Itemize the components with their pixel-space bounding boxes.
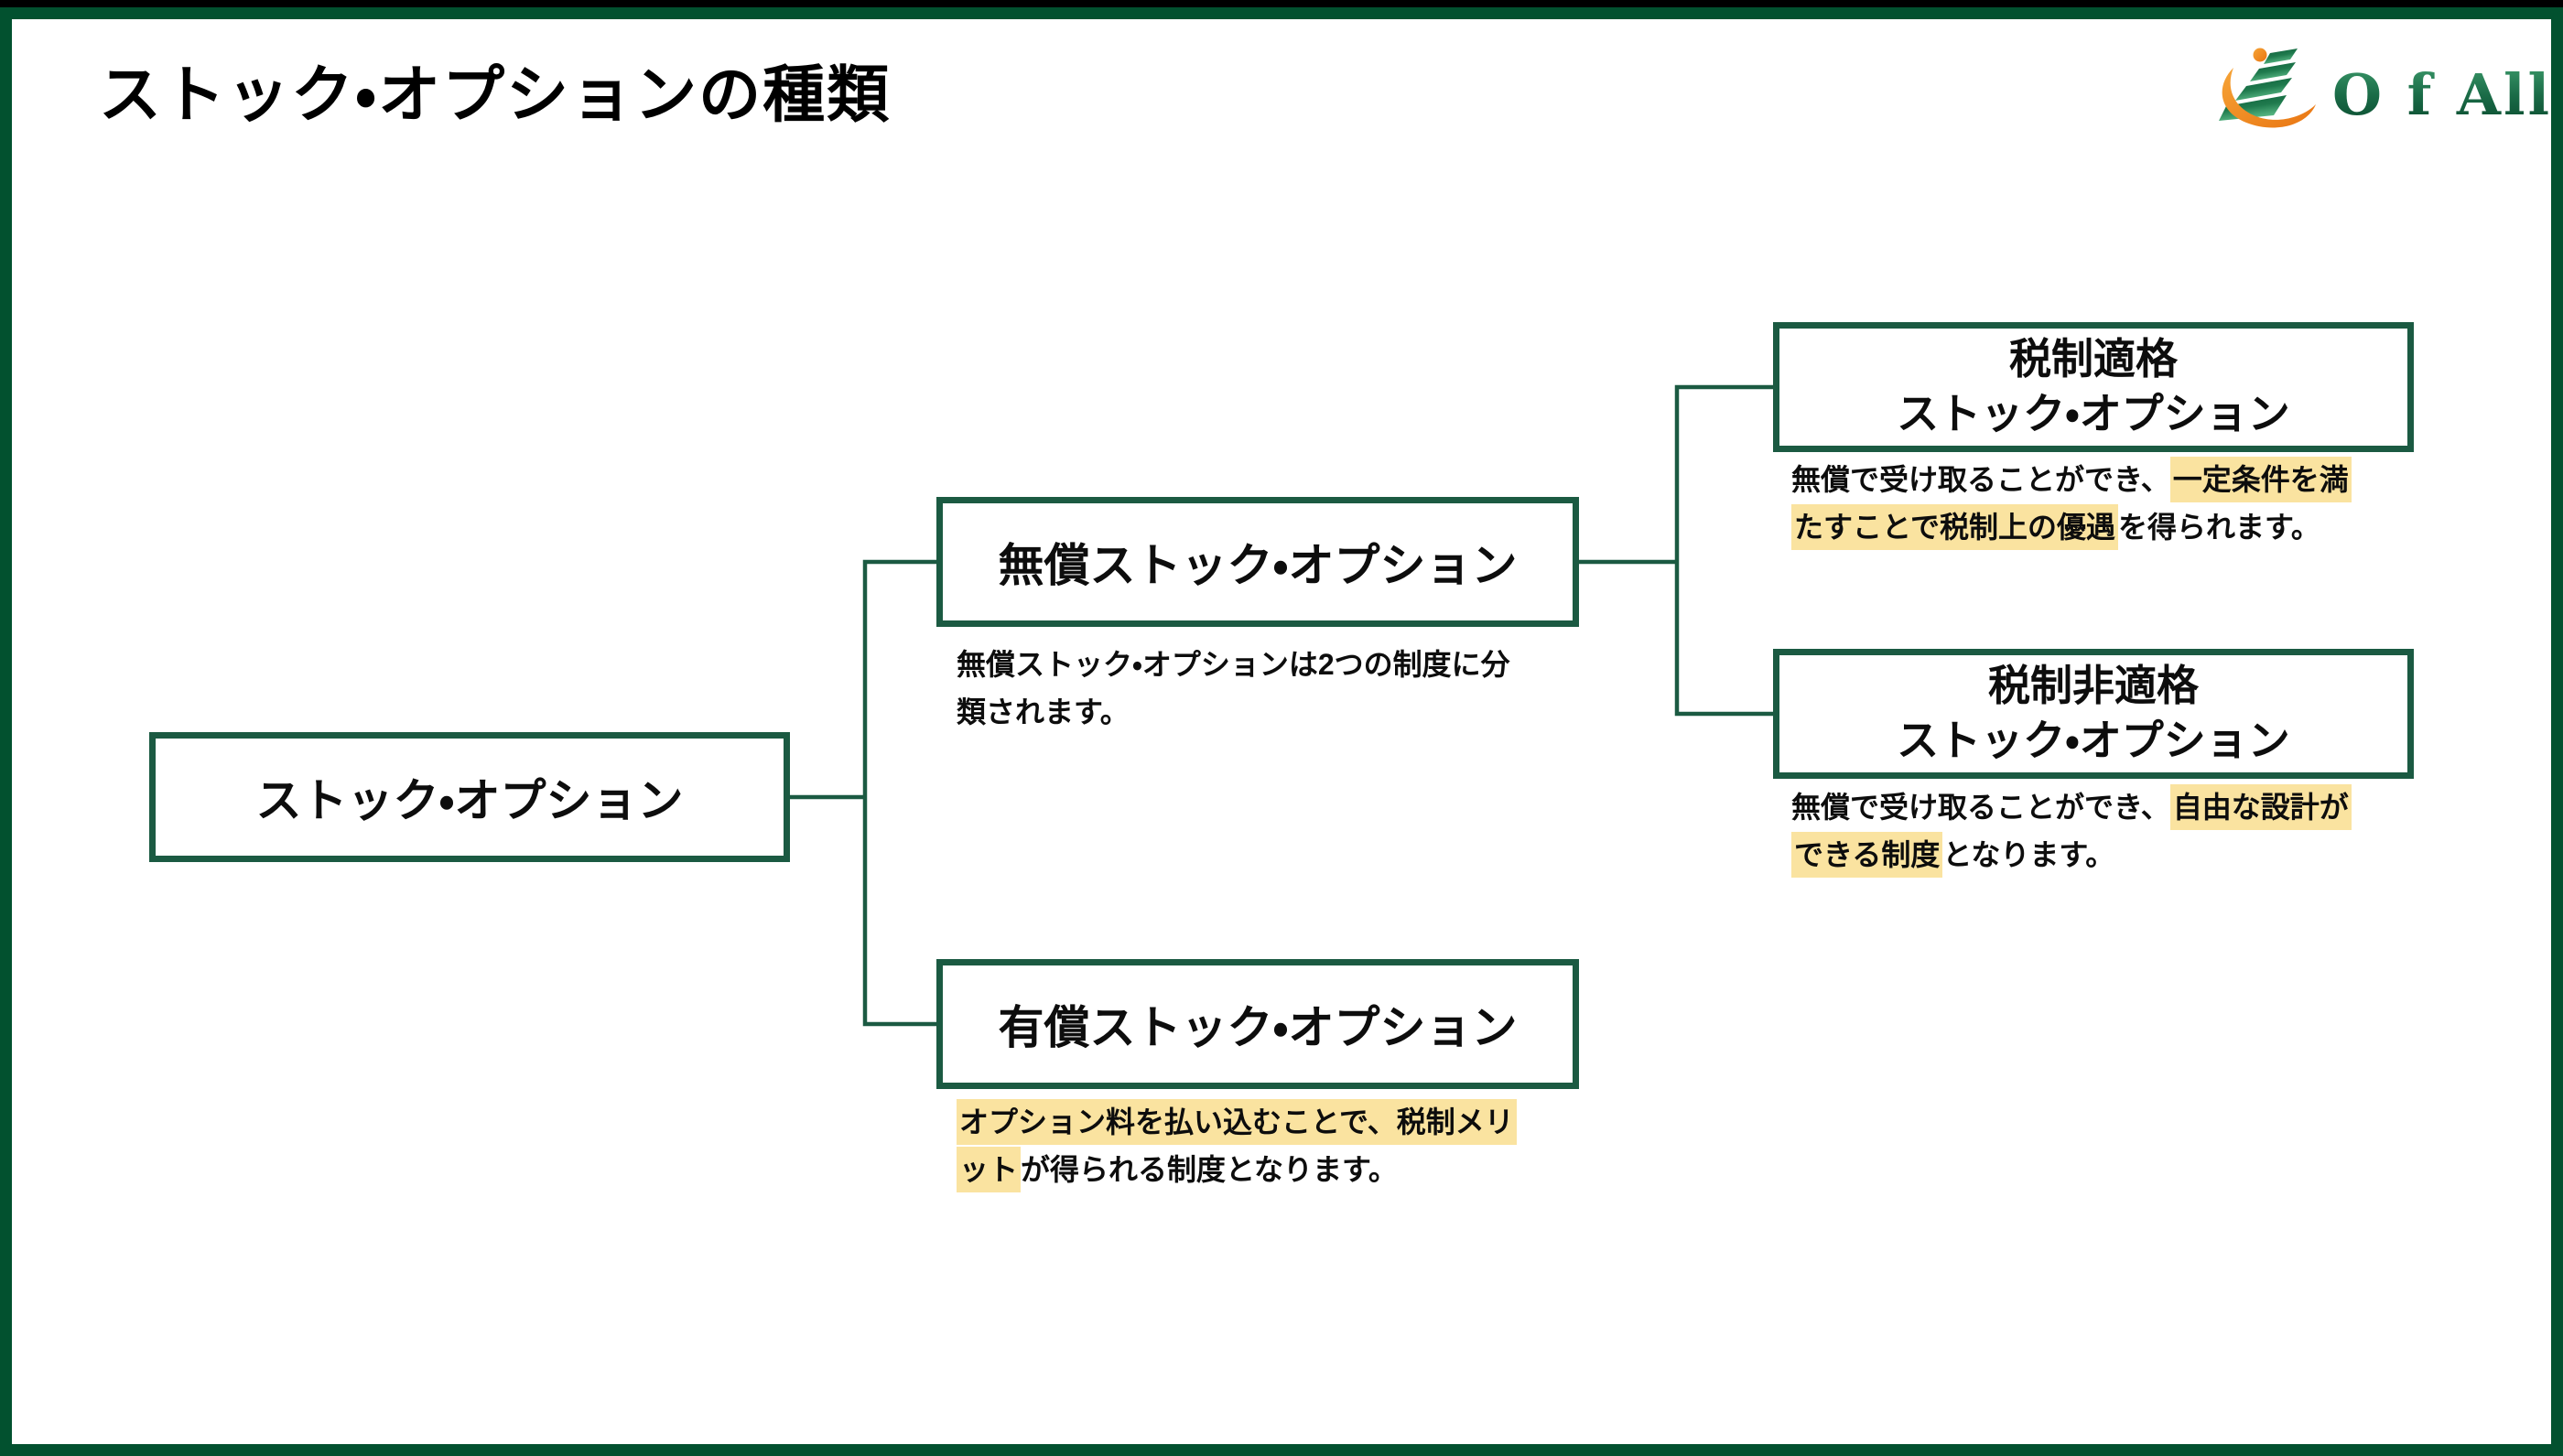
ofall-logo-icon [2219,48,2316,128]
paid-stock-option-description: オプション料を払い込むことで、税制メリ ットが得られる制度となります。 [957,1098,1588,1193]
node-paid-stock-option: 有償ストック・オプション [936,959,1579,1089]
free-stock-option-description: 無償ストック・オプションは2つの制度に分 類されます。 [957,641,1588,736]
caption-text: 無償で受け取ることができ、 [1791,791,2170,824]
node-tax-non-qualified-stock-option: 税制非適格 ストック・オプション [1773,649,2414,779]
ofall-logo: O f All [2219,48,2552,137]
tax-qualified-description: 無償で受け取ることができ、一定条件を満 たすことで税制上の優遇を得られます。 [1791,456,2423,551]
ofall-logo-text: O f All [2332,61,2553,128]
node-free-stock-option: 無償ストック・オプション [936,497,1579,627]
node-stock-option: ストック・オプション [149,732,790,862]
page-title: ストック・オプションの種類 [99,60,892,130]
caption-text: 無償で受け取ることができ、 [1791,463,2170,496]
tax-non-qualified-description: 無償で受け取ることができ、自由な設計が できる制度となります。 [1791,783,2423,879]
caption-text: 無償ストック・オプションは2つの制度に分 類されます。 [957,648,1510,728]
caption-text: を得られます。 [2118,511,2320,544]
caption-text: が得られる制度となります。 [1021,1153,1398,1186]
node-tax-qualified-stock-option: 税制適格 ストック・オプション [1773,322,2414,452]
top-edge-bar [0,0,2563,7]
caption-text: となります。 [1942,838,2115,871]
